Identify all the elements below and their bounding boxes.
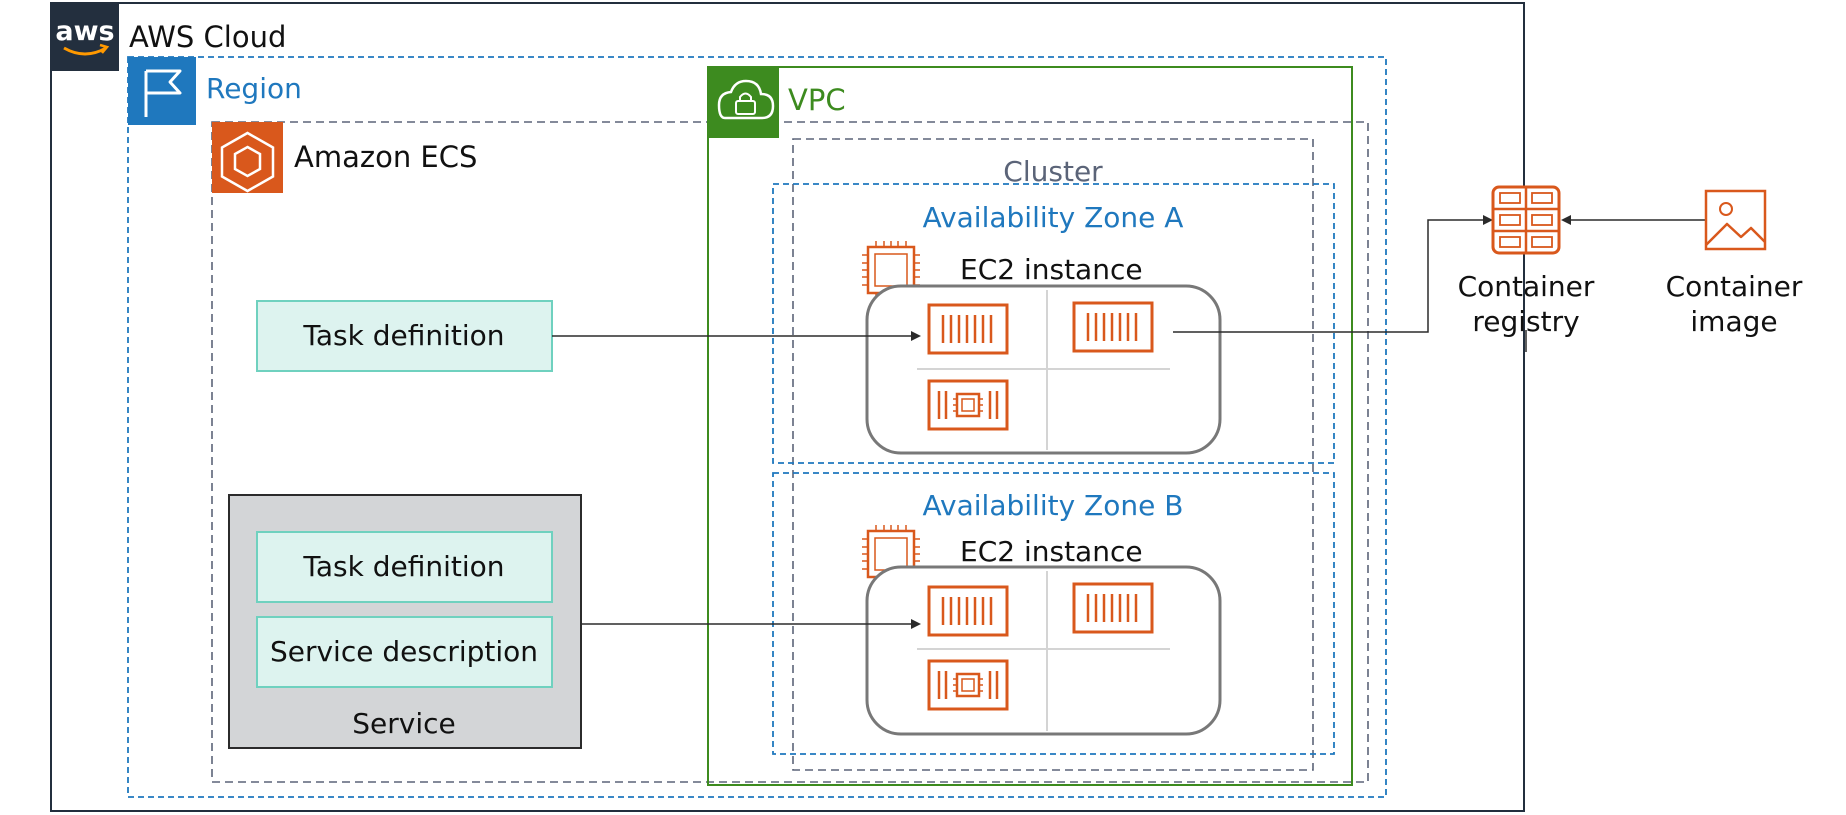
container-chip-icon xyxy=(927,659,1009,711)
container-icon xyxy=(1072,301,1154,353)
service-task-definition-box xyxy=(256,531,553,603)
service-description-box xyxy=(256,616,553,688)
zone-b-ec2-label: EC2 instance xyxy=(960,535,1143,568)
registry-label-line1: Container xyxy=(1458,270,1595,303)
ecs-hexagon-icon xyxy=(212,122,283,193)
image-label-line1: Container xyxy=(1666,270,1803,303)
region-label: Region xyxy=(206,72,302,105)
registry-icon xyxy=(1491,185,1561,255)
container-chip-icon xyxy=(927,379,1009,431)
cluster-label: Cluster xyxy=(1003,155,1103,188)
aws-cloud-label: AWS Cloud xyxy=(129,20,286,54)
ec2-instance-b xyxy=(865,565,1222,736)
container-icon xyxy=(1072,582,1154,634)
image-icon xyxy=(1704,189,1767,251)
task-definition-label: Task definition xyxy=(302,319,504,352)
availability-zone-b xyxy=(772,472,1335,755)
ecs-boundary xyxy=(211,121,1369,783)
availability-zone-a xyxy=(772,183,1335,464)
cluster-boundary xyxy=(792,138,1314,771)
registry-to-container-connector xyxy=(1173,215,1493,333)
zone-a-ec2-label: EC2 instance xyxy=(960,253,1143,286)
aws-logo-text: aws xyxy=(55,16,114,47)
service-label: Service xyxy=(352,707,455,740)
region-boundary xyxy=(127,56,1387,798)
task-definition-box xyxy=(256,300,553,372)
image-label-line2: image xyxy=(1690,305,1777,338)
container-icon xyxy=(927,585,1009,637)
aws-cloud-boundary xyxy=(50,2,1525,812)
flag-icon xyxy=(128,57,196,125)
cloud-lock-icon xyxy=(708,67,779,138)
vpc-boundary xyxy=(707,66,1353,786)
registry-label-line2: registry xyxy=(1472,305,1579,338)
zone-b-label: Availability Zone B xyxy=(923,489,1184,522)
ecs-label: Amazon ECS xyxy=(294,140,477,174)
service-description-label: Service description xyxy=(270,635,538,668)
zone-a-label: Availability Zone A xyxy=(923,201,1184,234)
container-icon xyxy=(927,303,1009,355)
ec2-instance-a xyxy=(865,284,1222,455)
aws-logo-icon: aws xyxy=(51,3,119,71)
vpc-label: VPC xyxy=(788,83,846,117)
service-task-definition-label: Task definition xyxy=(302,550,504,583)
